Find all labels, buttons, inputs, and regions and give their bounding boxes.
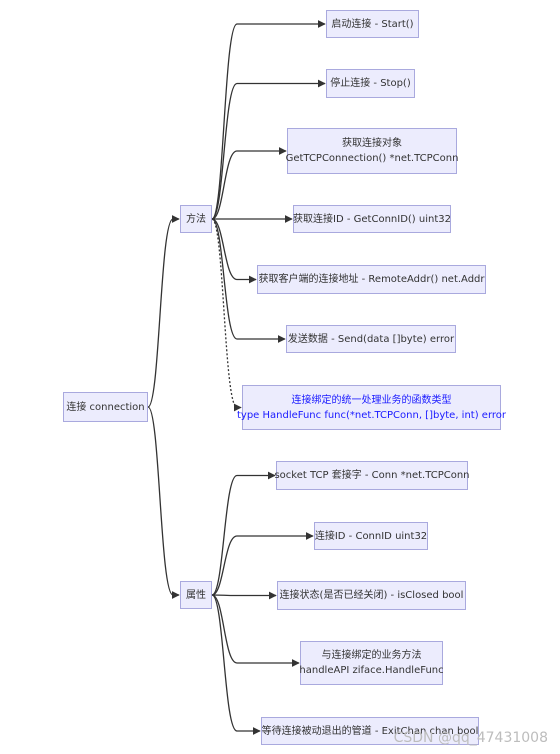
- attributes-node: 属性: [180, 581, 212, 609]
- method-stop-node: 停止连接 - Stop(): [326, 69, 415, 98]
- method-getconn-node: 获取连接对象 GetTCPConnection() *net.TCPConn: [285, 128, 459, 174]
- method-getconn-node-line-2: GetTCPConnection() *net.TCPConn: [285, 153, 459, 164]
- attribute-conn-node: socket TCP 套接字 - Conn *net.TCPConn: [274, 461, 470, 490]
- attribute-handleapi-node: 与连接绑定的业务方法 handleAPI ziface.HandleFunc: [299, 641, 444, 685]
- edge-methods-m-getconn: [211, 147, 287, 220]
- edge-methods-m-stop: [211, 79, 326, 220]
- method-start-node: 启动连接 - Start(): [326, 10, 419, 38]
- root-node-line-1: 连接 connection: [66, 401, 145, 413]
- edge-root-attributes: [147, 406, 180, 599]
- edge-attributes-a-exitchan: [211, 594, 261, 735]
- method-getconnid-node: 获取连接ID - GetConnID() uint32: [293, 205, 451, 233]
- method-start-node-line-1: 启动连接 - Start(): [331, 18, 414, 30]
- attribute-isclosed-node-line-1: 连接状态(是否已经关闭) - isClosed bool: [279, 590, 464, 601]
- method-send-node: 发送数据 - Send(data []byte) error: [286, 325, 456, 353]
- methods-node-line-1: 方法: [186, 213, 206, 225]
- edge-methods-m-handlefunc: [211, 218, 242, 412]
- attribute-conn-node-line-1: socket TCP 套接字 - Conn *net.TCPConn: [274, 470, 470, 481]
- method-getconnid-node-line-1: 获取连接ID - GetConnID() uint32: [293, 213, 451, 225]
- edge-methods-m-send: [211, 218, 286, 343]
- edge-attributes-a-isclosed: [211, 591, 277, 600]
- method-handlefunc-node-line-1: 连接绑定的统一处理业务的函数类型: [291, 394, 452, 406]
- edge-methods-m-start: [211, 20, 326, 220]
- edge-methods-m-remoteaddr: [211, 218, 257, 284]
- edge-root-methods: [147, 215, 180, 408]
- method-handlefunc-node: 连接绑定的统一处理业务的函数类型 type HandleFunc func(*ne…: [237, 385, 506, 430]
- edge-attributes-a-connid: [211, 532, 314, 596]
- methods-node: 方法: [180, 205, 212, 233]
- method-remoteaddr-node: 获取客户端的连接地址 - RemoteAddr() net.Addr: [257, 265, 486, 294]
- edge-attributes-a-conn: [211, 471, 276, 596]
- edge-attributes-a-handleapi: [211, 594, 300, 667]
- attribute-exitchan-node-line-1: 等待连接被动退出的管道 - ExitChan chan bool: [261, 725, 479, 737]
- method-handlefunc-node-line-2: type HandleFunc func(*net.TCPConn, []byt…: [236, 409, 507, 421]
- method-send-node-line-1: 发送数据 - Send(data []byte) error: [287, 333, 455, 345]
- attribute-handleapi-node-line-1: 与连接绑定的业务方法: [321, 650, 422, 661]
- attribute-handleapi-node-line-2: handleAPI ziface.HandleFunc: [299, 665, 444, 676]
- method-stop-node-line-1: 停止连接 - Stop(): [330, 78, 411, 89]
- attribute-connid-node: 连接ID - ConnID uint32: [314, 522, 428, 550]
- root-node: 连接 connection: [63, 392, 148, 422]
- attribute-exitchan-node: 等待连接被动退出的管道 - ExitChan chan bool: [261, 717, 479, 745]
- attributes-node-line-1: 属性: [186, 589, 206, 601]
- attribute-connid-node-line-1: 连接ID - ConnID uint32: [314, 530, 428, 542]
- method-remoteaddr-node-line-1: 获取客户端的连接地址 - RemoteAddr() net.Addr: [258, 274, 485, 285]
- method-getconn-node-line-1: 获取连接对象: [342, 138, 402, 149]
- watermark: CSDN @qq_47431008: [393, 730, 548, 746]
- attribute-isclosed-node: 连接状态(是否已经关闭) - isClosed bool: [277, 581, 466, 610]
